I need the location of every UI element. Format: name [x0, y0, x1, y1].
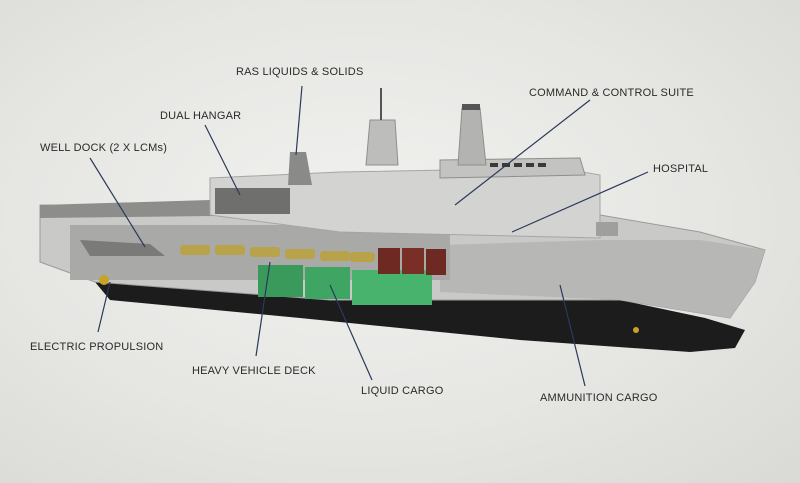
superstructure [209, 167, 601, 239]
hull-shade [440, 240, 765, 318]
leader-ammo [559, 284, 586, 387]
leader-liquid [329, 284, 373, 381]
label-command-control-suite: COMMAND & CONTROL SUITE [529, 87, 694, 99]
bow-gun [596, 222, 618, 236]
label-ras-liquids-solids: RAS LIQUIDS & SOLIDS [236, 66, 364, 78]
radar-mast [457, 107, 487, 166]
label-ammunition-cargo: AMMUNITION CARGO [540, 392, 658, 404]
leader-well-dock [89, 157, 146, 248]
main-mast [365, 119, 399, 166]
leader-command [454, 99, 591, 206]
leader-heavy-vehicle [255, 261, 271, 357]
leader-lines [89, 85, 649, 387]
hangar-opening [215, 188, 290, 214]
vehicle-row [180, 245, 375, 262]
bow-anchor [633, 327, 639, 333]
label-well-dock: WELL DOCK (2 X LCMs) [40, 142, 168, 154]
propeller [99, 275, 109, 285]
liquid-tanks [258, 265, 432, 305]
label-heavy-vehicle-deck: HEAVY VEHICLE DECK [192, 365, 316, 377]
label-hospital: HOSPITAL [653, 163, 709, 175]
label-electric-propulsion: ELECTRIC PROPULSION [30, 341, 164, 353]
label-liquid-cargo: LIQUID CARGO [361, 385, 444, 397]
leader-electric [97, 281, 111, 333]
label-dual-hangar: DUAL HANGAR [160, 110, 242, 122]
leader-dual-hangar [204, 124, 241, 196]
leader-ras [295, 85, 303, 156]
leader-hospital [511, 171, 649, 233]
ammunition-blocks [378, 248, 446, 275]
funnel [288, 152, 312, 185]
